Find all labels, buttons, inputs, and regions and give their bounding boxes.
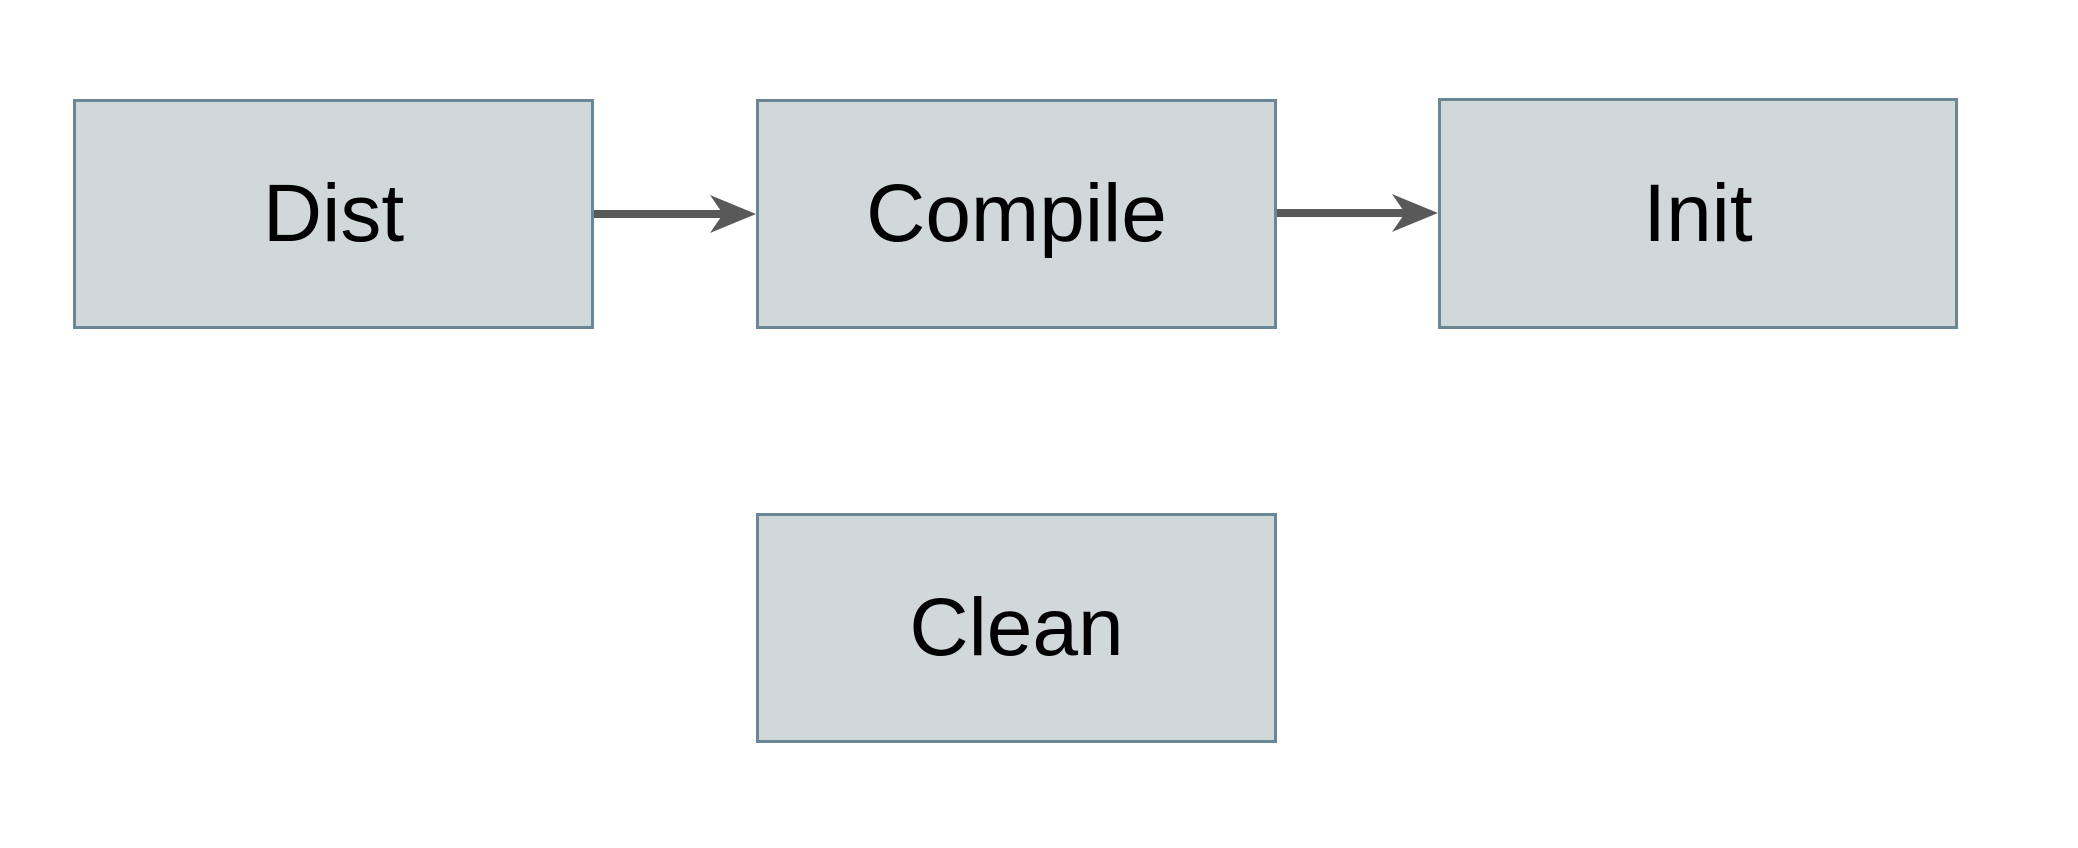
node-dist[interactable]: Dist [73, 99, 594, 329]
arrow-dist-to-compile [594, 195, 756, 233]
arrow-compile-to-init [1277, 194, 1438, 232]
node-init-label: Init [1643, 167, 1753, 259]
node-dist-label: Dist [262, 168, 405, 259]
node-compile[interactable]: Compile [756, 99, 1277, 329]
node-init[interactable]: Init [1438, 98, 1958, 329]
node-clean-label: Clean [909, 582, 1124, 673]
node-clean[interactable]: Clean [756, 513, 1277, 743]
node-compile-label: Compile [866, 168, 1167, 259]
